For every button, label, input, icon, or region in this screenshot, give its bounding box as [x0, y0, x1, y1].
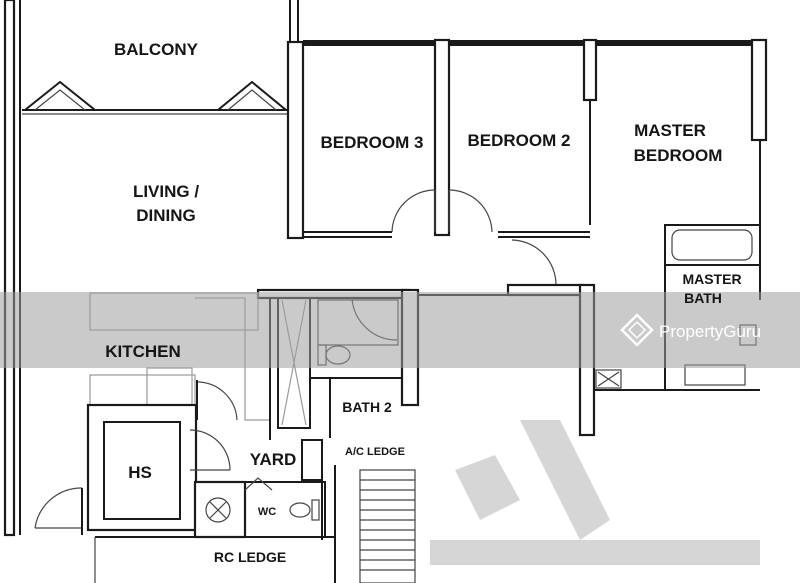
label-master: MASTER: [634, 121, 706, 140]
label-kitchen: KITCHEN: [105, 342, 181, 361]
left-exterior-wall: [3, 0, 21, 537]
label-ac-ledge: A/C LEDGE: [345, 446, 405, 458]
bottom-left-door: [34, 487, 83, 535]
propertyguru-logo-icon: [620, 313, 654, 347]
hs-room: [86, 403, 231, 532]
label-bath-2: BATH 2: [342, 399, 392, 415]
bedroom-walls: [286, 38, 768, 300]
label-bedroom-2: BEDROOM 2: [468, 131, 571, 150]
label-balcony: BALCONY: [114, 40, 199, 59]
label-yard: YARD: [250, 450, 297, 469]
ac-ledge-stairs: [334, 465, 416, 583]
label-master-bath-1: MASTER: [682, 271, 741, 287]
label-master-bath-2: BATH: [684, 290, 722, 306]
label-rc-ledge: RC LEDGE: [214, 549, 286, 565]
watermark-band: [0, 292, 800, 368]
label-hs: HS: [128, 463, 152, 482]
label-living: LIVING /: [133, 182, 199, 201]
label-wc: WC: [258, 506, 276, 518]
background-watermark-glyph: [430, 420, 760, 565]
watermark-brand-text: PropertyGuru: [659, 322, 761, 341]
label-master-bedroom: BEDROOM: [634, 146, 723, 165]
label-bedroom-3: BEDROOM 3: [321, 133, 424, 152]
rc-ledge: [94, 536, 335, 583]
balcony-area: [22, 0, 299, 115]
yard-wc: [193, 439, 326, 540]
label-dining: DINING: [136, 206, 196, 225]
